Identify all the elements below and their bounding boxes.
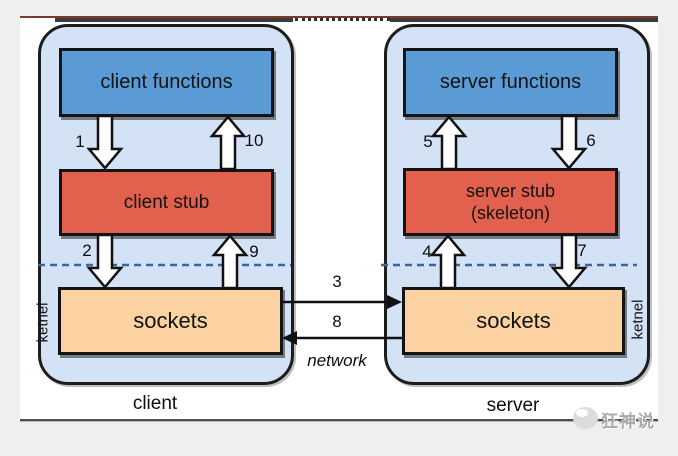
watermark-logo-icon: [573, 407, 598, 429]
client-functions-label: client functions: [100, 71, 233, 93]
step-2-label: 2: [82, 241, 92, 260]
client-stub-label: client stub: [123, 191, 210, 213]
server-stub-box: server stub (skeleton): [403, 168, 618, 236]
client-sockets-label: sockets: [133, 308, 208, 333]
step-8-label: 8: [332, 312, 342, 331]
top-crop-redline: [20, 16, 658, 18]
server-caption: server: [486, 395, 540, 416]
step-1-label: 1: [75, 132, 85, 151]
watermark-text: 狂神说: [601, 412, 655, 431]
server-kernel-label: ketnel: [629, 299, 647, 340]
server-functions-box: server functions: [403, 48, 618, 117]
client-functions-box: client functions: [59, 48, 274, 117]
top-crop-remnant-dots: [295, 18, 390, 21]
server-sockets-box: sockets: [402, 287, 625, 355]
top-crop-remnant-left: [55, 18, 293, 22]
step-5-label: 5: [423, 132, 433, 151]
step-10-label: 10: [244, 131, 264, 150]
server-sockets-label: sockets: [476, 308, 551, 333]
server-functions-label: server functions: [439, 71, 582, 93]
step-4-label: 4: [422, 242, 432, 261]
client-kernel-label: ketnel: [34, 302, 52, 343]
top-crop-remnant-right: [390, 18, 658, 22]
client-sockets-box: sockets: [58, 287, 283, 355]
step-3-label: 3: [332, 272, 342, 291]
network-label: network: [307, 351, 367, 370]
server-stub-label: server stub (skeleton): [465, 181, 556, 223]
bottom-divider-line: [20, 419, 658, 422]
client-stub-box: client stub: [59, 169, 274, 236]
step-7-label: 7: [577, 241, 587, 260]
client-caption: client: [132, 393, 178, 414]
step-9-label: 9: [249, 242, 259, 261]
step-6-label: 6: [586, 131, 596, 150]
